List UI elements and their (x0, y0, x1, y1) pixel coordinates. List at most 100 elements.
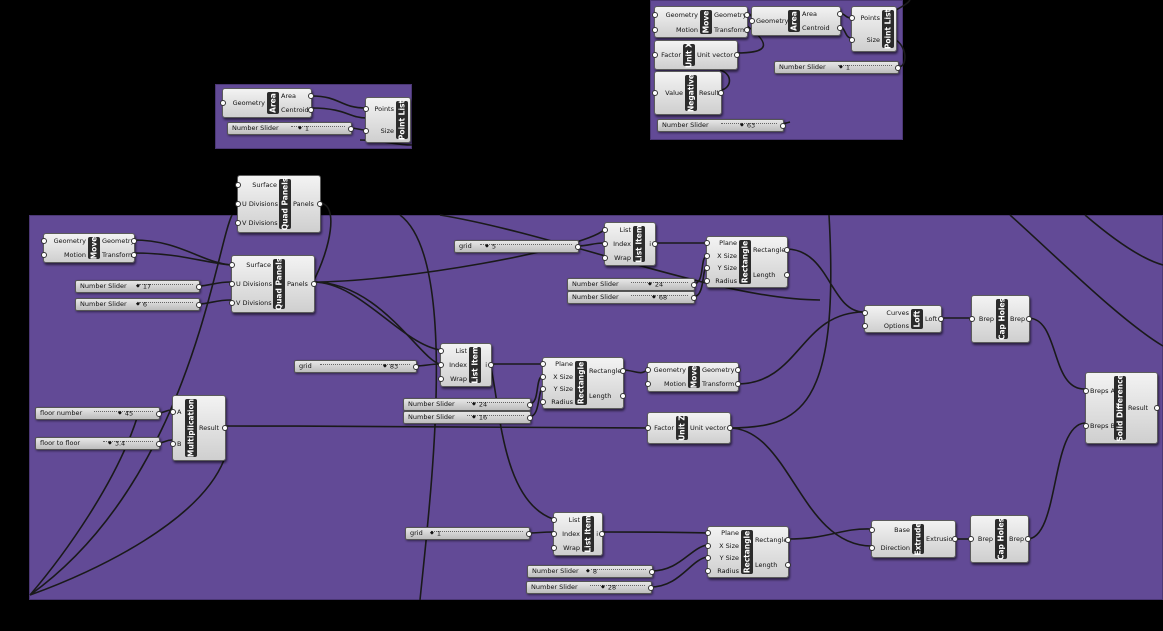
component-name-bar[interactable]: Rectangle (739, 240, 751, 284)
input-grip[interactable] (652, 26, 658, 33)
output-grip[interactable] (1026, 316, 1032, 322)
input-param[interactable]: Geometry (653, 366, 686, 374)
component-name-bar[interactable]: Point List (882, 9, 894, 49)
output-grip[interactable] (620, 392, 626, 399)
component-name-bar[interactable]: Loft (911, 309, 923, 329)
output-grip[interactable] (527, 415, 533, 421)
input-grip[interactable] (235, 182, 241, 189)
slider-value[interactable]: 3.4 (108, 438, 125, 450)
component-name-bar[interactable]: Rectangle (741, 530, 753, 574)
slider-value[interactable]: 1 (839, 62, 850, 74)
input-param[interactable]: Index (449, 361, 467, 369)
input-param[interactable]: Index (562, 530, 580, 538)
output-grip[interactable] (526, 531, 532, 537)
output-grip[interactable] (837, 25, 843, 31)
output-param[interactable]: Length (755, 560, 778, 569)
output-param[interactable]: Centroid (802, 24, 830, 32)
slider-28[interactable]: Number Slider28 (526, 581, 654, 594)
input-param[interactable]: Y Size (719, 554, 739, 563)
input-grip[interactable] (705, 567, 711, 574)
input-grip[interactable] (652, 52, 658, 58)
input-grip[interactable] (235, 219, 241, 226)
input-param[interactable]: Geometry (232, 99, 265, 107)
slider-track[interactable] (837, 65, 892, 70)
output-grip[interactable] (311, 281, 317, 287)
output-grip[interactable] (156, 441, 162, 447)
slider-16[interactable]: Number Slider16 (403, 411, 533, 424)
input-param[interactable]: Motion (63, 251, 86, 259)
output-grip[interactable] (527, 402, 533, 408)
output-grip[interactable] (222, 425, 228, 431)
output-param[interactable]: Brep (1010, 315, 1026, 323)
output-grip[interactable] (744, 26, 750, 33)
output-param[interactable]: Transform (102, 251, 135, 259)
output-param[interactable]: Brep (1009, 535, 1025, 543)
input-grip[interactable] (229, 299, 235, 306)
slider-value[interactable]: 24 (472, 399, 487, 411)
slider-track[interactable] (290, 126, 345, 131)
slider-8[interactable]: Number Slider8 (527, 565, 655, 578)
input-grip[interactable] (235, 201, 241, 207)
slider-floor-number[interactable]: floor number45 (35, 407, 162, 420)
output-grip[interactable] (131, 252, 137, 258)
output-param[interactable]: Geometry (702, 366, 735, 374)
component-name-bar[interactable]: Rectangle (575, 361, 587, 405)
output-grip[interactable] (156, 411, 162, 417)
output-grip[interactable] (1154, 405, 1160, 411)
input-param[interactable]: Points (860, 14, 880, 22)
input-grip[interactable] (749, 18, 755, 24)
input-param[interactable]: Brep (978, 315, 994, 323)
input-param[interactable]: Y Size (553, 385, 573, 394)
input-param[interactable]: Factor (654, 424, 674, 432)
input-grip[interactable] (704, 265, 710, 272)
input-param[interactable]: Surface (252, 181, 277, 190)
input-param[interactable]: Options (883, 321, 909, 330)
component-name-bar[interactable]: Unit Z (676, 415, 688, 441)
output-grip[interactable] (735, 381, 741, 387)
output-param[interactable]: Transform (714, 25, 747, 34)
input-param[interactable]: X Size (717, 251, 737, 260)
input-param[interactable]: Motion (663, 380, 686, 388)
output-grip[interactable] (648, 585, 654, 591)
input-param[interactable]: List (619, 226, 631, 234)
slider-floor-to-floor[interactable]: floor to floor3.4 (35, 437, 162, 450)
input-param[interactable]: V Divisions (242, 218, 278, 227)
input-grip[interactable] (862, 322, 868, 329)
input-param[interactable]: Breps B (1090, 421, 1116, 430)
output-grip[interactable] (413, 364, 419, 370)
input-grip[interactable] (849, 15, 855, 21)
output-grip[interactable] (895, 65, 901, 71)
output-param[interactable]: Result (199, 424, 220, 432)
input-grip[interactable] (551, 545, 557, 551)
slider-value[interactable]: 6 (136, 299, 147, 311)
input-grip[interactable] (229, 262, 235, 269)
input-grip[interactable] (652, 11, 658, 18)
input-param[interactable]: Plane (719, 239, 737, 248)
input-param[interactable]: Wrap (563, 544, 580, 552)
slider-value[interactable]: 1 (298, 123, 309, 135)
slider-track[interactable] (589, 585, 645, 590)
input-grip[interactable] (1083, 422, 1089, 429)
component-name-bar[interactable]: Negative (685, 74, 697, 112)
input-grip[interactable] (540, 361, 546, 368)
slider-value[interactable]: 45 (118, 408, 133, 420)
output-param[interactable]: i (485, 361, 487, 369)
slider-1[interactable]: Number Slider1 (227, 122, 354, 135)
input-grip[interactable] (438, 376, 444, 382)
input-grip[interactable] (704, 252, 710, 259)
output-grip[interactable] (727, 425, 733, 431)
input-grip[interactable] (438, 348, 444, 354)
input-param[interactable]: V Divisions (236, 298, 272, 307)
output-grip[interactable] (599, 531, 605, 537)
input-param[interactable]: Breps A (1090, 386, 1116, 395)
